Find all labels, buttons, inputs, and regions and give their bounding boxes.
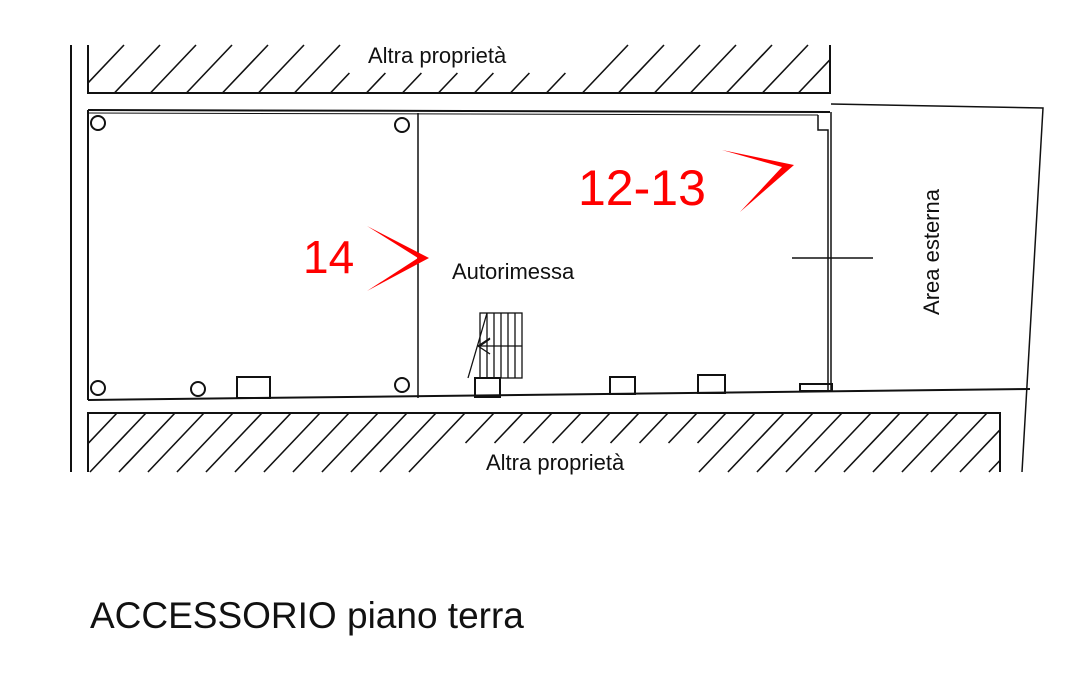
room-right-wall [817,115,829,390]
hatch-line [113,44,161,94]
hatch-line [408,412,466,473]
hatch-line [493,412,524,444]
hatch-line [609,412,640,444]
plan-title: ACCESSORIO piano terra [90,595,524,636]
room-label: Autorimessa [452,259,575,284]
stair-arrow-icon [479,338,491,347]
column-circle [394,377,410,393]
top-neighbor-label: Altra proprietà [368,43,507,68]
hatch-line [814,412,872,473]
hatch-line [257,44,305,94]
bottom-neighbor-label: Altra proprietà [486,450,625,475]
hatch-line [379,412,437,473]
hatch-line [551,412,582,444]
hatch-line [959,429,1001,473]
hatch-line [689,44,737,94]
pillar-box [697,374,726,394]
outdoor-area-label: Area esterna [919,188,944,315]
hatch-line [581,44,629,94]
hatch-line [473,72,494,94]
hatch-line [785,412,843,473]
outdoor-area-boundary [830,103,1044,473]
photo-marker-14: 14 [303,226,429,291]
hatch-line [638,412,669,444]
hatch-line [263,412,321,473]
view-chevron-icon [722,150,794,212]
column-circle [190,381,206,397]
staircase [467,312,523,379]
hatch-line [321,412,379,473]
hatch-line [725,44,773,94]
hatch-line [901,412,959,473]
hatch-line [147,412,205,473]
hatch-line [756,412,814,473]
hatch-line [522,412,553,444]
pillar-box [609,376,636,395]
hatch-line [87,412,118,445]
room-top-wall [87,109,831,113]
hatch-line [761,44,809,94]
top-neighbor-boundary [87,45,831,94]
hatch-line [234,412,292,473]
hatch-bottom-neighbor [87,412,1001,473]
marker-label: 14 [303,231,354,283]
marker-label: 12-13 [578,160,706,216]
bottom-neighbor-boundary [87,412,1001,472]
pillar-box [799,383,833,392]
hatch-line [988,459,1001,473]
room-bottom-wall [87,388,1031,401]
hatch-line [698,412,756,473]
hatch-line [509,72,530,94]
hatch-line [930,412,988,473]
hatch-line [365,72,386,94]
hatch-line [797,59,831,94]
hatch-line [89,412,147,473]
hatch-line [205,412,263,473]
hatch-line [176,412,234,473]
hatch-line [221,44,269,94]
hatch-line [843,412,901,473]
hatch-line [437,72,458,94]
hatch-line [87,44,125,84]
column-circle [90,380,106,396]
hatch-line [872,412,930,473]
hatch-line [617,44,665,94]
pillar-box [236,376,271,399]
hatch-line [185,44,233,94]
hatch-line [401,72,422,94]
photo-marker-12-13: 12-13 [578,150,794,216]
hatch-line [292,412,350,473]
hatch-line [350,412,408,473]
room-top-wall-inner [87,112,819,116]
view-chevron-icon [367,226,429,291]
hatch-top-neighbor [87,44,831,94]
hatch-line [118,412,176,473]
hatch-line [696,412,727,444]
hatch-line [653,44,701,94]
column-circle [90,115,106,131]
hatch-line [293,44,341,94]
hatch-line [149,44,197,94]
hatch-line [329,72,350,94]
pillar-box [474,377,501,398]
hatch-line [727,412,785,473]
hatch-line [545,72,566,94]
hatch-line [464,412,495,444]
hatch-line [667,412,698,444]
hatch-line [580,412,611,444]
column-circle [394,117,410,133]
